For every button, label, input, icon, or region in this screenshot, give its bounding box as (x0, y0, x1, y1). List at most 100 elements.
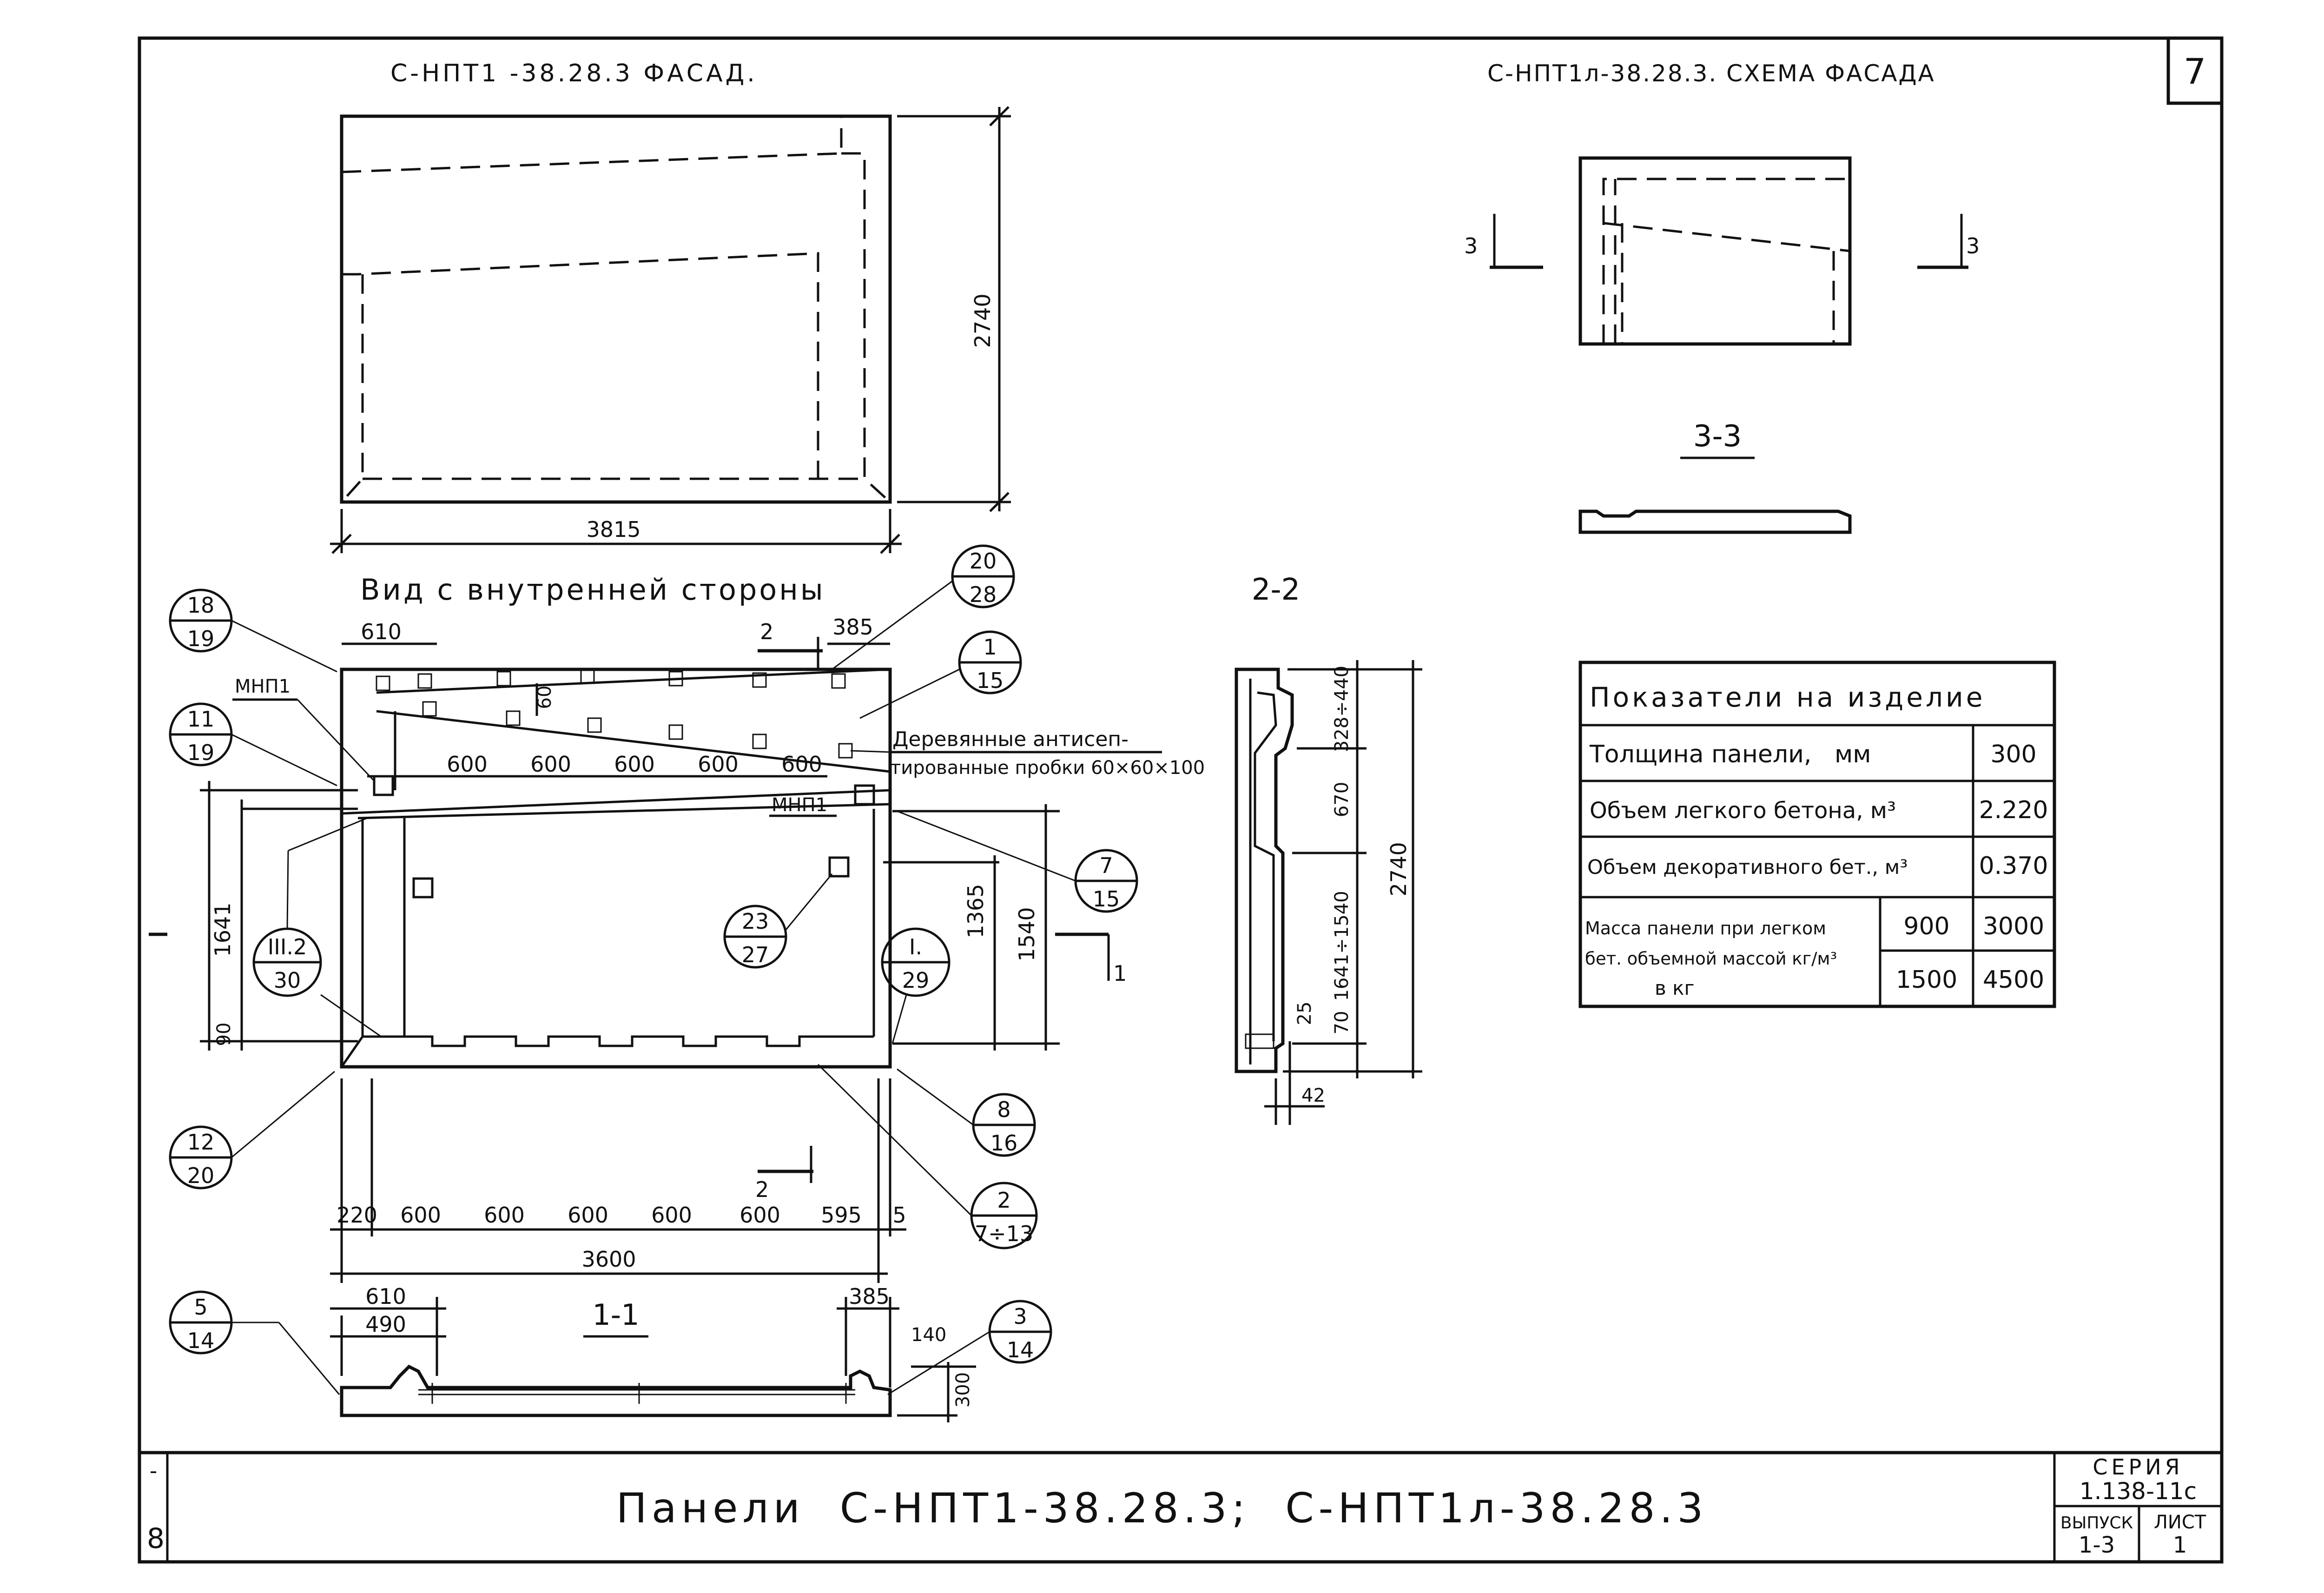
sheet-label: ЛИСТ (2154, 1512, 2206, 1533)
bottom-dim-6: 600 (739, 1203, 780, 1228)
cut-3-markers (1490, 214, 1968, 269)
callout-III2-30-bottom: 30 (274, 968, 301, 993)
callout-2-7-13: 2 7÷13 (817, 1064, 1038, 1249)
mass-label-1: Масса панели при легком (1585, 918, 1826, 939)
mass-label-2: бет. объемной массой кг/м³ (1585, 949, 1837, 969)
margin-mark-bottom: 8 (147, 1522, 165, 1555)
callout-20-28: 20 28 (832, 544, 1015, 670)
callout-23-27: 23 27 (723, 873, 833, 969)
mnp-right-label: МНП1 (772, 794, 827, 816)
mnp-left-label: МНП1 (235, 676, 290, 697)
callout-8-16-top: 8 (997, 1097, 1010, 1122)
section-2-2-dim-5: 25 (1294, 1002, 1315, 1025)
mass-row-1-density: 900 (1903, 912, 1949, 940)
callout-2-7-13-bottom: 7÷13 (975, 1221, 1033, 1246)
inner-panel (340, 668, 892, 1069)
callout-8-16: 8 16 (897, 1068, 1036, 1157)
inner-top-dim-right: 385 (832, 615, 873, 640)
indicators-table (1578, 661, 2056, 1008)
callout-11-19-bottom: 19 (187, 740, 215, 765)
series-label: СЕРИЯ (2093, 1454, 2183, 1480)
callout-3-14: 3 14 (887, 1300, 1052, 1395)
main-title: Панели С-НПТ1-38.28.3; С-НПТ1л-38.28.3 (616, 1484, 1708, 1532)
inner-top-dim-left: 610 (361, 619, 402, 644)
bottom-dim-7: 595 (821, 1203, 862, 1228)
section-2-2-dim-1: 328÷440 (1331, 666, 1353, 752)
callout-3-14-bottom: 14 (1007, 1337, 1034, 1362)
callout-I-29-bottom: 29 (902, 968, 930, 993)
callout-18-19-bottom: 19 (187, 626, 215, 651)
facade-height-dimension (897, 106, 1011, 512)
section-2-2-label: 2-2 (1252, 573, 1301, 607)
inner-left-dimensions (149, 781, 358, 1051)
cut-2-bottom: 2 (755, 1177, 769, 1202)
section-1-1-dim-610: 610 (365, 1284, 406, 1309)
section-2-2-dim-3: 1641÷1540 (1331, 891, 1353, 1001)
facade-width-dim: 3815 (586, 517, 640, 542)
callout-I-29-top: I. (909, 934, 922, 959)
table-row-2-value: 2.220 (1979, 796, 2048, 824)
cut-1: 1 (1113, 961, 1127, 986)
top-plugs (376, 668, 853, 759)
section-1-1-thickness: 300 (952, 1372, 974, 1408)
series-value: 1.138-11с (2080, 1478, 2197, 1505)
section-3-3-profile (1578, 509, 1852, 534)
spacing-dim-1: 600 (447, 752, 488, 777)
callout-7-15-top: 7 (1099, 853, 1113, 878)
bottom-dim-2: 600 (400, 1203, 441, 1228)
callout-3-14-top: 3 (1013, 1304, 1027, 1329)
facade-panel (340, 114, 892, 504)
facade-title: С-НПТ1 -38.28.3 ФАСАД. (390, 59, 758, 87)
callout-1-15: 1 15 (859, 630, 1022, 719)
table-row-1-value: 300 (1990, 740, 2036, 768)
callout-2-7-13-top: 2 (997, 1188, 1010, 1213)
facade-height-dim: 2740 (970, 293, 995, 348)
callout-18-19-top: 18 (187, 593, 215, 618)
margin-mark-top: - (150, 1458, 158, 1483)
section-2-2-dim-2: 670 (1331, 782, 1353, 817)
section-1-1-dimensions (330, 1297, 976, 1422)
dim-1365: 1365 (963, 884, 988, 938)
table-title: Показатели на изделие (1590, 681, 1985, 713)
callout-23-27-bottom: 27 (742, 942, 769, 967)
callout-11-19-top: 11 (187, 707, 215, 732)
callout-23-27-top: 23 (742, 909, 769, 934)
section-3-3-label: 3-3 (1693, 419, 1742, 454)
callout-5-14: 5 14 (169, 1290, 340, 1395)
callout-12-20: 12 20 (169, 1071, 335, 1190)
callout-III2-30-top: III.2 (268, 934, 307, 959)
section-2-2-dim-6: 42 (1301, 1085, 1325, 1106)
cut-markers (758, 637, 1110, 1183)
sheet-value: 1 (2173, 1532, 2187, 1558)
section-2-2-profile (1235, 668, 1294, 1073)
mass-label-3: в кг (1655, 977, 1695, 999)
callout-11-19: 11 19 (169, 702, 337, 787)
table-row-1-label: Толщина панели, мм (1589, 740, 1871, 768)
callout-18-19: 18 19 (169, 588, 337, 673)
issue-value: 1-3 (2079, 1532, 2115, 1558)
issue-label: ВЫПУСК (2060, 1514, 2133, 1533)
mass-row-2-mass: 4500 (1983, 966, 2044, 994)
table-row-2-label: Объем легкого бетона, м³ (1590, 798, 1896, 824)
cut-3-right: 3 (1966, 233, 1980, 258)
callout-III2-30: III.2 30 (252, 817, 382, 1038)
table-row-3-value: 0.370 (1979, 852, 2048, 880)
bottom-dim-3: 600 (484, 1203, 525, 1228)
section-1-1-dim-490: 490 (365, 1312, 406, 1337)
bottom-dim-4: 600 (568, 1203, 608, 1228)
facade-scheme-panel (1578, 156, 1852, 346)
callout-20-28-bottom: 28 (970, 582, 997, 607)
callout-5-14-top: 5 (194, 1295, 207, 1320)
spacing-dim-5: 600 (781, 752, 822, 777)
callout-I-29: I. 29 (881, 927, 951, 1044)
inner-bottom-dimensions (330, 1078, 906, 1283)
inner-top-dimensions (342, 642, 890, 778)
plug-note-line-1: Деревянные антисеп- (892, 727, 1129, 751)
total-dim-3600: 3600 (581, 1247, 636, 1272)
facade-scheme-title: С-НПТ1л-38.28.3. СХЕМА ФАСАДА (1487, 60, 1935, 87)
sheet-frame (138, 36, 2224, 1564)
dim-1641: 1641 (210, 902, 235, 957)
dim-1540: 1540 (1014, 907, 1039, 961)
callout-12-20-bottom: 20 (187, 1163, 215, 1188)
